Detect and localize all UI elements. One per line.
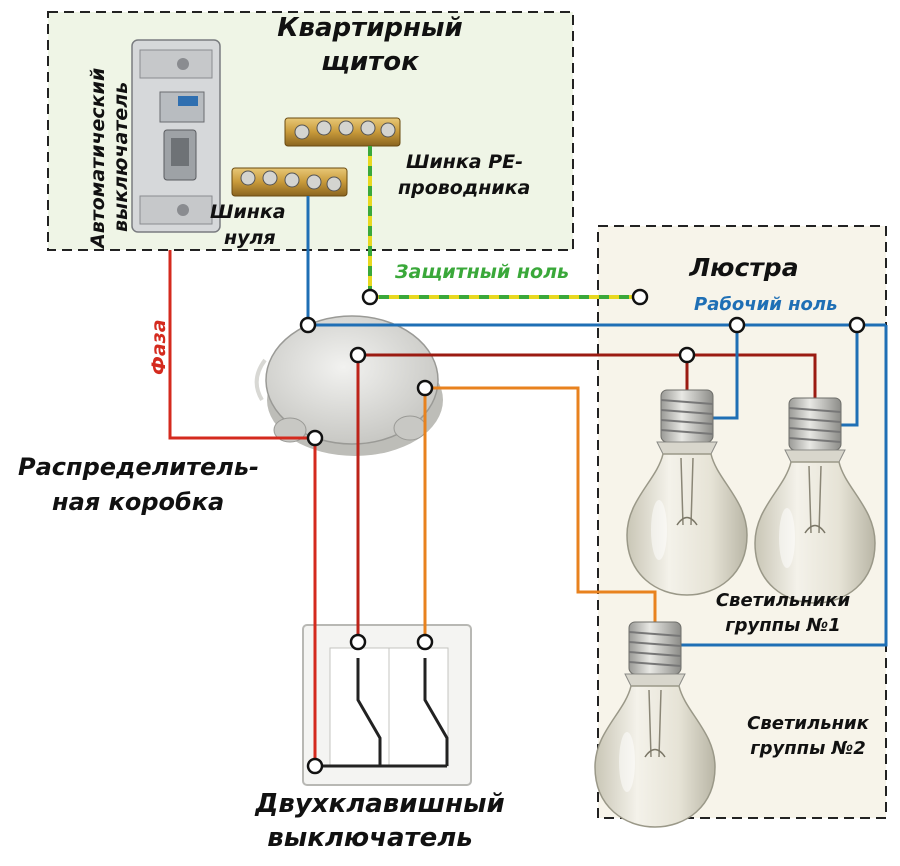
pe-bus-label-line1: Шинка PE- bbox=[406, 151, 523, 173]
neutral-bus-label-line1: Шинка bbox=[210, 201, 286, 223]
group1-label-line2: группы №1 bbox=[725, 615, 841, 636]
neutral-bus-bar bbox=[231, 167, 348, 197]
breaker-label-line1: Автоматический bbox=[87, 68, 109, 250]
group1-label-line1: Светильники bbox=[716, 590, 851, 611]
neutral-bus-label-line2: нуля bbox=[224, 227, 276, 249]
junction-box-label-line2: ная коробка bbox=[52, 488, 224, 516]
chandelier-title: Люстра bbox=[688, 253, 798, 282]
panel-title-line1: Квартирный bbox=[277, 13, 462, 43]
protective-zero-label: Защитный ноль bbox=[394, 261, 569, 283]
junction-box-body bbox=[254, 315, 443, 456]
junction-box-label-line1: Распределитель- bbox=[18, 453, 259, 481]
switch-label-line1: Двухклавишный bbox=[254, 789, 505, 819]
pe-bus-bar bbox=[284, 117, 401, 147]
phase-wire-in bbox=[168, 250, 315, 440]
terminals bbox=[299, 288, 866, 775]
switch-label-line2: выключатель bbox=[267, 823, 473, 853]
circuit-breaker bbox=[131, 39, 221, 233]
breaker-label-line2: выключатель bbox=[110, 82, 132, 232]
group2-label-line1: Светильник bbox=[747, 713, 869, 734]
group2-label-line2: группы №2 bbox=[750, 738, 866, 759]
pe-bus-label-line2: проводника bbox=[398, 177, 530, 199]
neutral-wire-lamps bbox=[680, 325, 888, 647]
switch-contacts bbox=[315, 658, 449, 768]
group2-switched-wire bbox=[423, 386, 657, 642]
panel-title-line2: щиток bbox=[321, 47, 420, 77]
phase-label: Фаза bbox=[148, 319, 170, 375]
working-zero-label: Рабочий ноль bbox=[694, 294, 838, 315]
